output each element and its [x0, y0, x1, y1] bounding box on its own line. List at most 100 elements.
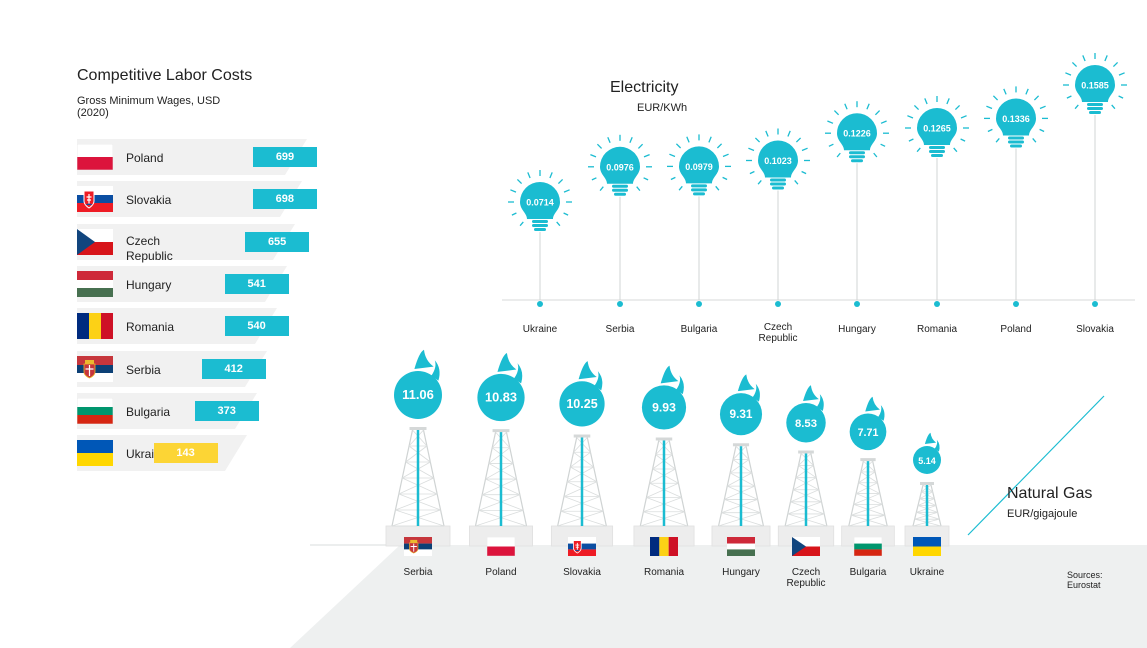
gas-label-ukraine: Ukraine — [909, 567, 945, 578]
gas-value-romania: 9.93 — [652, 400, 676, 414]
electricity-label-poland: Poland — [1000, 324, 1032, 335]
lightbulb-icon — [508, 170, 572, 231]
gas-derrick-serbia — [391, 427, 445, 527]
flame-icon — [394, 349, 442, 419]
gas-value-slovakia: 10.25 — [566, 397, 597, 411]
gas-value-ukraine: 5.14 — [918, 456, 936, 466]
labor-bar-poland: 699 — [253, 147, 317, 167]
gas-label-slovakia: Slovakia — [563, 567, 601, 578]
electricity-value-romania: 0.1265 — [923, 123, 951, 133]
lightbulb-icon — [746, 128, 810, 190]
hungary-flag-icon — [727, 537, 755, 556]
electricity-label-slovakia: Slovakia — [1076, 324, 1114, 335]
labor-bar-hungary: 541 — [224, 273, 289, 294]
electricity-label-ukraine: Ukraine — [522, 324, 558, 335]
gas-derrick-romania — [639, 437, 689, 527]
electricity-label-hungary: Hungary — [838, 324, 876, 335]
gas-label-poland: Poland — [485, 567, 517, 578]
flame-icon — [849, 396, 887, 451]
electricity-title: Electricity — [610, 79, 679, 96]
electricity-value-ukraine: 0.0714 — [526, 198, 554, 208]
labor-label-serbia: Serbia — [126, 362, 161, 377]
flame-icon — [786, 385, 826, 443]
gas-unit: EUR/gigajoule — [1007, 508, 1078, 520]
decor-diagonal-line — [967, 395, 1105, 536]
electricity-dot-serbia — [617, 301, 623, 307]
labor-bar-ukraine: 143 — [153, 443, 218, 464]
electricity-dot-romania — [934, 301, 940, 307]
labor-row-romania: Romania 540 — [77, 308, 322, 345]
slovakia-flag-icon — [77, 186, 113, 213]
bulgaria-flag-icon — [77, 397, 113, 424]
gas-title: Natural Gas — [1007, 485, 1093, 502]
serbia-flag-icon — [77, 355, 113, 382]
gas-derrick-ukraine — [912, 482, 942, 527]
lightbulb-icon — [825, 101, 889, 163]
gas-label-bulgaria: Bulgaria — [849, 567, 887, 578]
gas-derrick-bulgaria — [848, 458, 888, 527]
gas-value-czech-republic: 8.53 — [795, 418, 817, 430]
electricity-value-czech-republic: 0.1023 — [764, 156, 792, 166]
electricity-value-hungary: 0.1226 — [843, 129, 871, 139]
flame-icon — [913, 432, 941, 474]
flame-icon — [719, 374, 763, 436]
electricity-unit: EUR/KWh — [637, 102, 688, 114]
electricity-dot-ukraine — [537, 301, 543, 307]
lightbulb-icon — [905, 96, 969, 157]
labor-bar-slovakia: 698 — [252, 189, 317, 210]
labor-bar-czech-republic: 655 — [245, 231, 310, 252]
labor-row-poland: Poland 699 — [77, 139, 322, 175]
romania-flag-icon — [77, 313, 113, 340]
gas-value-bulgaria: 7.71 — [858, 427, 879, 439]
romania-flag-icon — [650, 537, 678, 556]
labor-subtitle: Gross Minimum Wages, USD — [77, 95, 221, 107]
gas-label-hungary: Hungary — [722, 567, 760, 578]
bulgaria-flag-icon — [854, 537, 882, 556]
labor-bar-romania: 540 — [224, 316, 289, 337]
gas-label-romania: Romania — [643, 567, 685, 578]
labor-band — [77, 181, 302, 218]
lightbulb-icon — [984, 86, 1048, 148]
electricity-value-slovakia: 0.1585 — [1081, 81, 1109, 91]
electricity-dot-hungary — [854, 301, 860, 307]
labor-label-poland: Poland — [126, 151, 164, 165]
czech-flag-icon — [77, 228, 113, 255]
labor-bar-serbia: 412 — [201, 358, 266, 379]
electricity-dot-czech-republic — [775, 301, 781, 307]
electricity-dot-slovakia — [1092, 301, 1098, 307]
gas-derrick-slovakia — [557, 434, 607, 527]
hungary-flag-icon — [77, 270, 113, 297]
labor-label-romania: Romania — [126, 320, 175, 335]
electricity-label-romania: Romania — [916, 324, 958, 335]
electricity-label-bulgaria: Bulgaria — [680, 324, 718, 335]
ground-plane — [290, 545, 1147, 648]
electricity-value-serbia: 0.0976 — [606, 162, 634, 172]
labor-band — [77, 139, 307, 175]
ukraine-flag-icon — [77, 440, 113, 467]
labor-year: (2020) — [77, 107, 109, 119]
gas-derrick-hungary — [717, 443, 765, 527]
labor-label-hungary: Hungary — [126, 277, 172, 292]
labor-title: Competitive Labor Costs — [77, 67, 253, 84]
gas-derrick-poland — [474, 429, 528, 527]
electricity-value-poland: 0.1336 — [1002, 114, 1030, 124]
flame-icon — [641, 365, 687, 430]
poland-flag-icon — [77, 144, 113, 170]
gas-derrick-czech-republic — [784, 450, 828, 527]
flame-icon — [559, 361, 605, 427]
labor-row-serbia: Serbia 412 — [77, 350, 322, 387]
serbia-flag-icon — [404, 537, 432, 556]
lightbulb-icon — [1063, 53, 1127, 114]
labor-band — [77, 223, 295, 260]
labor-bar-bulgaria: 373 — [194, 400, 259, 421]
gas-label-serbia: Serbia — [403, 567, 433, 578]
slovakia-flag-icon — [568, 537, 596, 556]
lightbulb-icon — [588, 134, 652, 196]
